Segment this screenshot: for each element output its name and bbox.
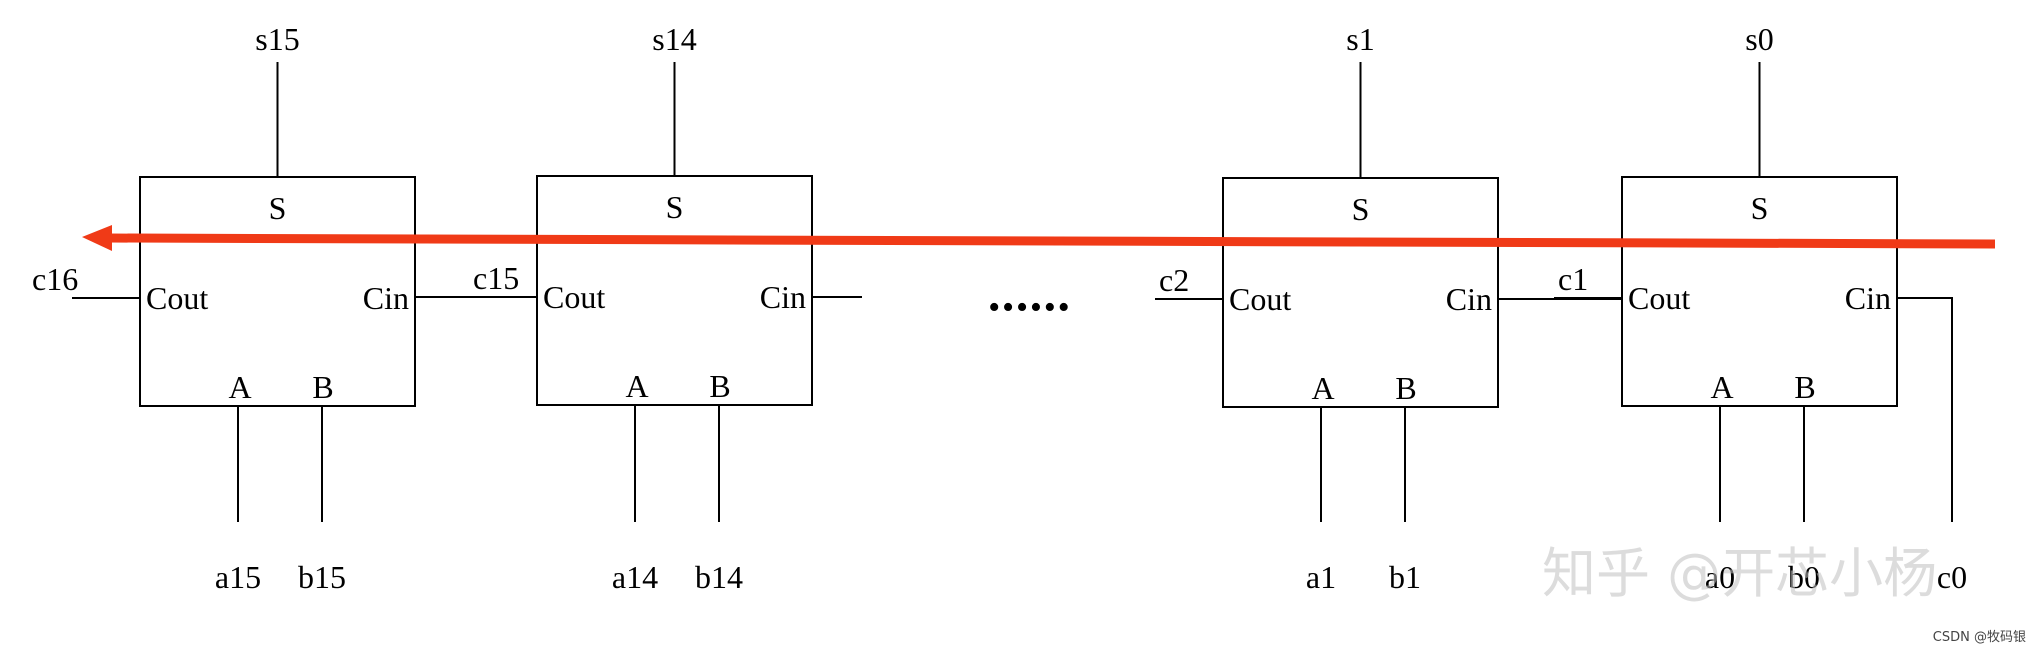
a-port-label: A — [1710, 369, 1733, 405]
carry-out-label: c2 — [1159, 262, 1189, 298]
ellipsis: •••••• — [988, 289, 1071, 326]
b-port-label: B — [1395, 370, 1416, 406]
a-input-label: a1 — [1306, 559, 1336, 595]
b-input-label: b15 — [298, 559, 346, 595]
cin-port-label: Cin — [760, 279, 806, 315]
carry-out-label: c1 — [1558, 261, 1588, 297]
sum-port-label: S — [1751, 190, 1769, 226]
credit-text: CSDN @牧码银 — [1933, 630, 2026, 645]
full-adder-block — [139, 176, 416, 407]
b-input-label: b14 — [695, 559, 743, 595]
full-adder-block — [536, 175, 813, 406]
sum-output-label: s1 — [1346, 21, 1374, 57]
sum-port-label: S — [666, 189, 684, 225]
a-port-label: A — [228, 369, 251, 405]
carry-out-label: c15 — [473, 260, 519, 296]
a-input-label: a0 — [1705, 559, 1735, 595]
carry-in-label: c0 — [1937, 559, 1967, 595]
b-port-label: B — [1794, 369, 1815, 405]
sum-output-label: s15 — [255, 21, 299, 57]
a-port-label: A — [1311, 370, 1334, 406]
full-adder-block — [1222, 177, 1499, 408]
cout-port-label: Cout — [146, 280, 208, 316]
carry-out-label: c16 — [32, 261, 78, 297]
sum-output-label: s0 — [1745, 21, 1773, 57]
a-input-label: a15 — [215, 559, 261, 595]
carry-in-wire — [1897, 297, 1953, 522]
b-port-label: B — [709, 368, 730, 404]
cin-port-label: Cin — [363, 280, 409, 316]
cin-port-label: Cin — [1845, 280, 1891, 316]
carry-arrow-line — [107, 233, 1996, 249]
b-input-label: b1 — [1389, 559, 1421, 595]
cout-port-label: Cout — [1229, 281, 1291, 317]
cout-port-label: Cout — [1628, 280, 1690, 316]
cin-port-label: Cin — [1446, 281, 1492, 317]
cout-port-label: Cout — [543, 279, 605, 315]
b-input-label: b0 — [1788, 559, 1820, 595]
a-input-label: a14 — [612, 559, 658, 595]
b-port-label: B — [312, 369, 333, 405]
sum-output-label: s14 — [652, 21, 696, 57]
full-adder-block — [1621, 176, 1898, 407]
carry-propagation-arrow — [82, 225, 1996, 251]
a-port-label: A — [625, 368, 648, 404]
carry-arrow-head — [82, 225, 112, 251]
sum-port-label: S — [1352, 191, 1370, 227]
sum-port-label: S — [269, 190, 287, 226]
watermark-text: 知乎 @开芯小杨 — [1542, 542, 1937, 605]
